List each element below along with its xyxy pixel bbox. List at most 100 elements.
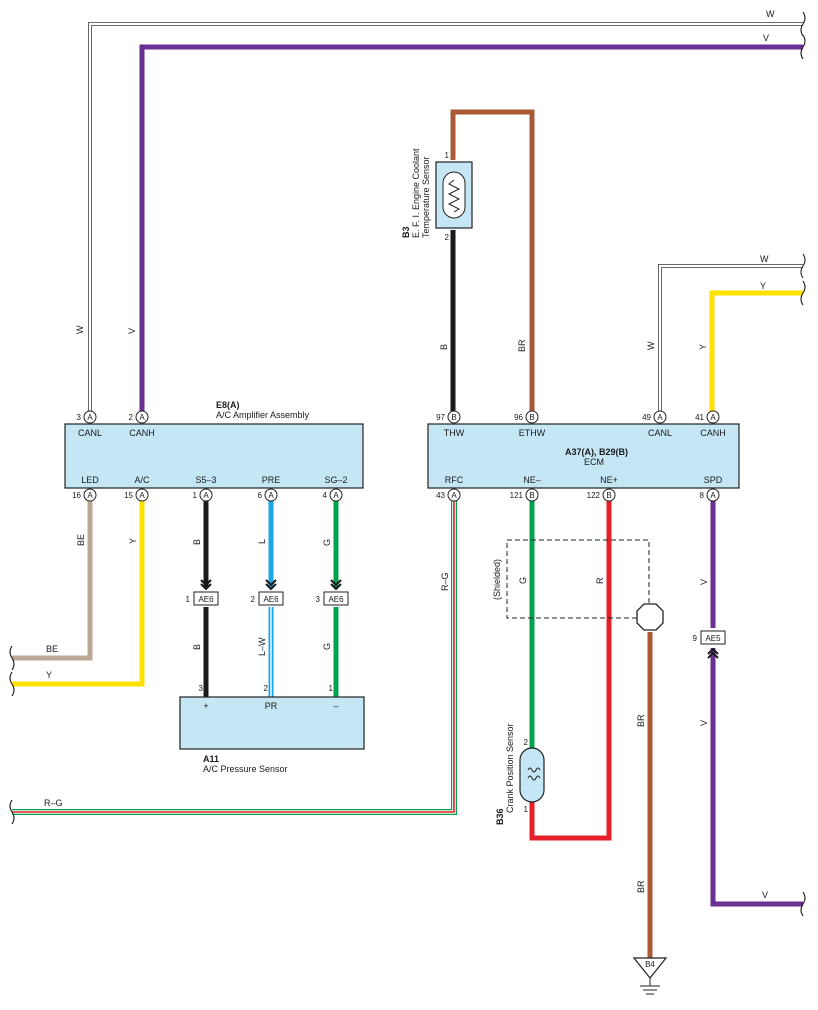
wire-label: L–W xyxy=(257,637,267,656)
crank-name: Crank Position Sensor xyxy=(505,723,515,813)
pin-circle xyxy=(135,488,149,502)
pin-circle xyxy=(447,488,461,502)
wire-y-ecm-canh xyxy=(709,290,803,412)
pin-number: 16 xyxy=(72,491,81,500)
pin-circle xyxy=(525,488,539,502)
ae6-junctions: AE6 1 AE6 2 AE6 3 xyxy=(186,579,349,606)
wire-label: Y xyxy=(698,344,708,350)
wire-label: Y xyxy=(128,538,138,544)
ecm-code: A37(A), B29(B) xyxy=(565,447,628,457)
pin-number: 41 xyxy=(695,413,704,422)
coolant-name-line1: E. F. I. Engine Coolant xyxy=(411,148,421,238)
wire-label: W xyxy=(766,9,775,19)
svg-text:2: 2 xyxy=(445,233,450,242)
ecm-pin-label-thw: THW xyxy=(444,428,465,438)
wire-w-ecm-canl xyxy=(658,264,803,412)
wire-y-ac xyxy=(12,500,145,687)
wire-label: B xyxy=(192,644,202,650)
crank-sensor: 2 1 B36 Crank Position Sensor xyxy=(495,723,545,825)
wire-label: V xyxy=(763,33,769,43)
pin-number: 2 xyxy=(129,413,134,422)
wire-r-ne-plus xyxy=(529,500,612,841)
svg-text:2: 2 xyxy=(251,595,256,604)
pin-circle xyxy=(135,410,149,424)
ecm-pin-label-spd: SPD xyxy=(704,475,723,485)
wire-be-led xyxy=(12,500,93,661)
pin-circle xyxy=(447,410,461,424)
svg-text:A: A xyxy=(710,413,716,422)
svg-text:AE6: AE6 xyxy=(198,595,214,604)
pin-number: 4 xyxy=(323,491,328,500)
svg-text:AE5: AE5 xyxy=(705,634,721,643)
amp-box xyxy=(64,423,364,489)
ecm-pin-label-ethw: ETHW xyxy=(519,428,546,438)
chevron-down-icon xyxy=(200,579,212,591)
pressure-pin-label-minus: – xyxy=(333,701,338,711)
pin-number: 97 xyxy=(436,413,445,422)
pressure-pin-num-1: 1 xyxy=(329,684,334,693)
wire-label: BR xyxy=(636,714,646,727)
wire-label: V xyxy=(762,890,768,900)
amp-bottom-pins: A 16 A 15 A 1 A 6 A 4 xyxy=(72,488,343,502)
pin-circle xyxy=(199,488,213,502)
wire-label: BR xyxy=(636,880,646,893)
svg-text:1: 1 xyxy=(186,595,191,604)
pin-circle xyxy=(706,488,720,502)
wire-label: B xyxy=(192,539,202,545)
wire-label: V xyxy=(127,328,137,334)
svg-text:B4: B4 xyxy=(645,960,655,969)
wire-label: G xyxy=(322,539,332,546)
coolant-name-line2: Temperature Sensor xyxy=(421,156,431,238)
svg-text:A: A xyxy=(87,413,93,422)
pin-number: 43 xyxy=(436,491,445,500)
pressure-code: A11 xyxy=(203,754,219,764)
junction-ae6-2 xyxy=(258,591,284,606)
coolant-code: B3 xyxy=(401,226,411,238)
ecm-pin-label-canl: CANL xyxy=(648,428,672,438)
svg-text:1: 1 xyxy=(524,805,529,814)
shield-ground-point xyxy=(636,603,664,631)
ecm-pin-label-ne-plus: NE+ xyxy=(600,475,618,485)
pressure-name: A/C Pressure Sensor xyxy=(203,764,288,774)
svg-text:A: A xyxy=(333,491,339,500)
svg-text:AE6: AE6 xyxy=(328,595,344,604)
ecm-name: ECM xyxy=(584,457,604,467)
svg-text:A: A xyxy=(710,491,716,500)
svg-text:A: A xyxy=(87,491,93,500)
svg-text:A: A xyxy=(268,491,274,500)
wire-label: G xyxy=(518,577,528,584)
svg-text:3: 3 xyxy=(316,595,321,604)
pin-circle xyxy=(602,488,616,502)
amp-pin-label-sg2: SG–2 xyxy=(324,475,347,485)
svg-text:A: A xyxy=(203,491,209,500)
wire-label: R–G xyxy=(440,572,450,591)
wire-br-ethw xyxy=(450,109,535,412)
wire-label: G xyxy=(322,643,332,650)
pressure-pin-label-pr: PR xyxy=(265,701,278,711)
pin-circle xyxy=(264,488,278,502)
svg-text:B: B xyxy=(529,491,534,500)
pin-number: 121 xyxy=(510,491,524,500)
ecm-top-pins: B 97 B 96 A 49 A 41 xyxy=(436,410,720,424)
pin-circle xyxy=(83,410,97,424)
wire-labels: W V W V BR B W Y W Y BE Y B L G B L–W G … xyxy=(44,9,775,900)
pin-circle xyxy=(329,488,343,502)
wire-label: R xyxy=(595,577,605,584)
svg-text:2: 2 xyxy=(524,738,529,747)
pressure-pin-num-2: 2 xyxy=(264,684,269,693)
wire-label: R–G xyxy=(44,798,63,808)
wire-label: W xyxy=(760,254,769,264)
pin-number: 1 xyxy=(193,491,198,500)
pressure-sensor-box xyxy=(179,696,365,750)
amp-pin-label-s53: S5–3 xyxy=(195,475,216,485)
ecm-pin-label-canh: CANH xyxy=(700,428,726,438)
chevron-down-icon xyxy=(330,579,342,591)
amp-code: E8(A) xyxy=(216,400,240,410)
amp-pin-label-ac: A/C xyxy=(134,475,150,485)
wire-label: W xyxy=(75,325,85,334)
pin-circle xyxy=(83,488,97,502)
svg-text:B: B xyxy=(529,413,534,422)
wire-label: W xyxy=(646,341,656,350)
svg-text:A: A xyxy=(657,413,663,422)
svg-text:9: 9 xyxy=(693,634,698,643)
